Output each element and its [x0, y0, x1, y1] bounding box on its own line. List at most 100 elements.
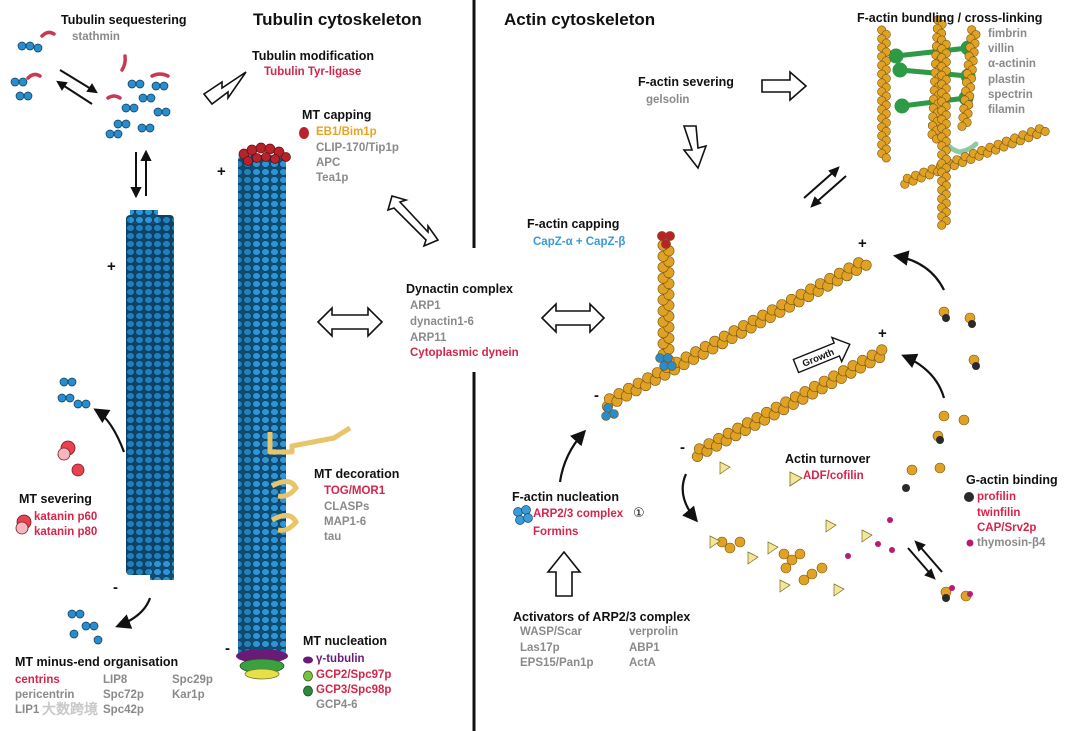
actin-filament-main: [601, 257, 872, 412]
minus-end-col1-2: pericentrin: [15, 689, 75, 701]
activators-col2-1: verprolin: [629, 626, 679, 638]
mt-decoration-title: MT decoration: [314, 467, 400, 481]
activators-col2-2: ABP1: [629, 642, 660, 654]
map-decoration-small-2: [270, 513, 299, 533]
factin-severing-title: F-actin severing: [638, 75, 734, 89]
minus-end-col2-2: Spc72p: [103, 689, 144, 701]
mt-nucleation-item-1: γ-tubulin: [316, 653, 365, 665]
mt-severing-item-2: katanin p80: [34, 526, 98, 538]
activators-col1-3: EPS15/Pan1p: [520, 657, 594, 669]
thymosin-equilibrium-arrows: [907, 540, 943, 580]
cofilin-wedges: [709, 461, 873, 597]
mt-severing-item-1: katanin p60: [34, 511, 98, 523]
minus-sign-actin-1: -: [594, 387, 599, 404]
gamma-tubulin-ring: [236, 649, 288, 680]
nucleation-up-arrow: [546, 550, 582, 597]
mt-nucleation-item-4: GCP4-6: [316, 699, 358, 711]
stathmin-molecules: [26, 30, 170, 100]
gactin-binding-title: G-actin binding: [966, 473, 1058, 487]
activators-col2-3: ActA: [629, 657, 656, 669]
bundling-item-1: fimbrin: [988, 28, 1027, 40]
mt-capping-title: MT capping: [302, 108, 372, 122]
tubulin-modification-arrow: [202, 71, 247, 106]
mt-decoration-item-2: CLASPs: [324, 501, 370, 513]
gactin-item-1: profilin: [977, 491, 1016, 503]
mt-capping-item-4: Tea1p: [316, 172, 349, 184]
arp23-branch-point: [655, 353, 677, 371]
bundling-item-2: villin: [988, 43, 1015, 55]
actin-bundle-filament-4: [900, 124, 1050, 189]
map-decoration-small-1: [270, 479, 299, 499]
map-decoration-long: [267, 425, 352, 455]
gactin-to-plus-arrow-1: [892, 250, 945, 291]
severed-dimers: [57, 377, 103, 645]
minus-sign-left-mt: -: [113, 579, 118, 596]
tubulin-tyr-ligase-label: Tubulin Tyr-ligase: [264, 66, 362, 78]
activators-col1-1: WASP/Scar: [520, 626, 582, 638]
mt-capping-item-3: APC: [316, 157, 341, 169]
severing-down-arrow: [682, 125, 708, 170]
severing-to-bundling-arrow: [761, 70, 808, 102]
main-microtubule: [236, 142, 291, 680]
gactin-item-4: thymosin-β4: [977, 537, 1046, 549]
nucleation-to-filament-arrow: [558, 429, 587, 483]
actin-filaments-layer: [601, 15, 1050, 602]
mt-severing-title: MT severing: [19, 492, 92, 506]
capping-dynactin-double-arrow: [386, 195, 440, 248]
mt-nucleation-title: MT nucleation: [303, 634, 388, 648]
left-microtubule: [126, 210, 174, 580]
depolymerizing-fragments: [716, 536, 828, 586]
actin-turnover-title: Actin turnover: [785, 452, 871, 466]
minus-end-col1-3: LIP1: [15, 704, 40, 716]
mt-nucleation-item-2: GCP2/Spc97p: [316, 669, 392, 681]
dynactin-actin-double-arrow: [540, 302, 606, 334]
thymosin-icon: [966, 539, 974, 547]
bundling-item-3: α-actinin: [988, 58, 1036, 70]
turnover-depolymerization-arrow: [681, 473, 698, 523]
g-actin-monomers: [845, 306, 980, 602]
plus-sign-main-mt: +: [217, 163, 226, 180]
gactin-item-3: CAP/Srv2p: [977, 522, 1037, 534]
sequestering-equilibrium-arrows: [56, 69, 152, 199]
growth-arrow: [792, 336, 851, 374]
bundling-equilibrium-arrows: [803, 166, 847, 208]
eb1-icon: [299, 127, 309, 139]
stathmin-label: stathmin: [72, 31, 120, 43]
activators-col1-2: Las17p: [520, 642, 560, 654]
minus-end-arrow: [115, 597, 152, 629]
minus-sign-actin-2: -: [680, 439, 685, 456]
bundling-item-6: filamin: [988, 104, 1026, 116]
cofilin-icon: [789, 471, 803, 487]
bundling-item-5: spectrin: [988, 89, 1033, 101]
mt-minus-end-title: MT minus-end organisation: [15, 655, 179, 669]
actin-filament-second: [691, 344, 888, 462]
mt-dynactin-double-arrow: [316, 306, 384, 338]
mt-decoration-item-3: MAP1-6: [324, 516, 367, 528]
mt-nucleation-item-3: GCP3/Spc98p: [316, 684, 392, 696]
watermark: 大数跨境: [42, 701, 98, 717]
gcp3-icon: [303, 685, 313, 697]
activators-title: Activators of ARP2/3 complex: [513, 610, 691, 624]
dynactin-item-3: ARP11: [410, 332, 447, 344]
minus-end-col1-1: centrins: [15, 674, 60, 686]
dynactin-title: Dynactin complex: [406, 282, 513, 296]
plus-sign-left-mt: +: [107, 258, 116, 275]
minus-end-col3-2: Kar1p: [172, 689, 205, 701]
gcp2-icon: [303, 670, 313, 682]
minus-end-col2-1: LIP8: [103, 674, 128, 686]
heading-actin: Actin cytoskeleton: [504, 10, 656, 29]
tubulin-modification-title: Tubulin modification: [252, 49, 374, 63]
actin-filament-branch: [657, 239, 675, 366]
factin-bundling-title: F-actin bundling / cross-linking: [857, 11, 1043, 25]
gelsolin-label: gelsolin: [646, 94, 690, 106]
capz-cap: [657, 231, 675, 249]
mt-capping-item-2: CLIP-170/Tip1p: [316, 142, 399, 154]
plus-sign-actin-2: +: [878, 325, 887, 342]
dynactin-item-2: dynactin1-6: [410, 316, 474, 328]
bundling-item-4: plastin: [988, 74, 1026, 86]
actin-bundle-filament-1: [877, 25, 891, 163]
minus-end-col3-1: Spc29p: [172, 674, 213, 686]
mt-capping-item-1: EB1/Bim1p: [316, 126, 377, 138]
arp23-marker: ①: [633, 505, 645, 520]
